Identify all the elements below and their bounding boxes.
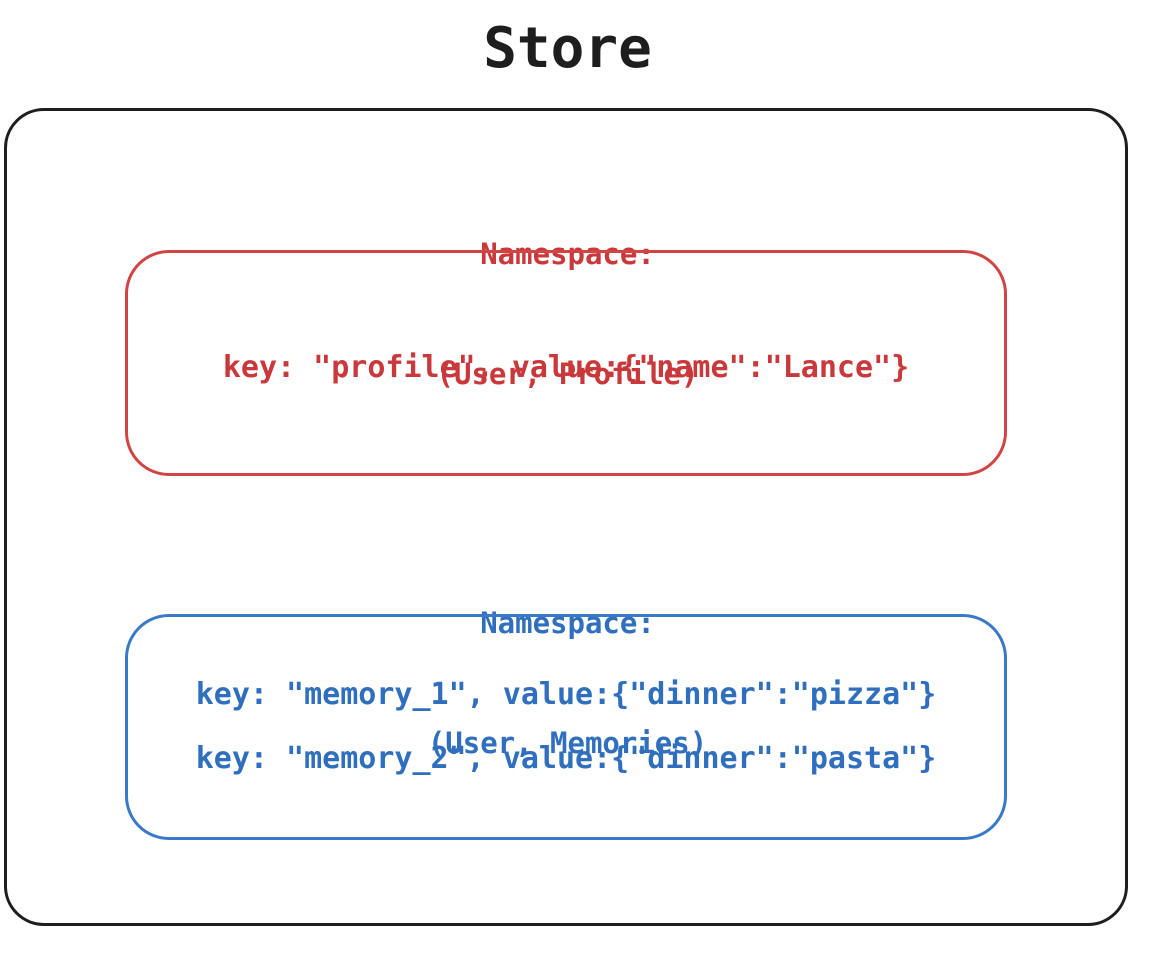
profile-namespace-label: Namespace: (User, Profile) (0, 154, 1135, 434)
memory-entry-1: key: "memory_1", value:{"dinner":"pizza"… (195, 677, 937, 712)
store-container (4, 108, 1128, 926)
profile-namespace-box: key: "profile", value:{"name":"Lance"} (125, 250, 1007, 476)
memories-namespace-heading: Namespace: (480, 606, 655, 640)
memories-namespace-label: Namespace: (User, Memories) (0, 523, 1135, 803)
store-title: Store (483, 16, 652, 81)
memories-namespace-tuple: (User, Memories) (427, 726, 708, 760)
profile-namespace-heading: Namespace: (480, 237, 655, 271)
memories-namespace-box: key: "memory_1", value:{"dinner":"pizza"… (125, 614, 1007, 840)
memory-entry-2: key: "memory_2", value:{"dinner":"pasta"… (195, 741, 937, 776)
profile-entry: key: "profile", value:{"name":"Lance"} (222, 350, 910, 385)
profile-namespace-tuple: (User, Profile) (436, 357, 699, 391)
